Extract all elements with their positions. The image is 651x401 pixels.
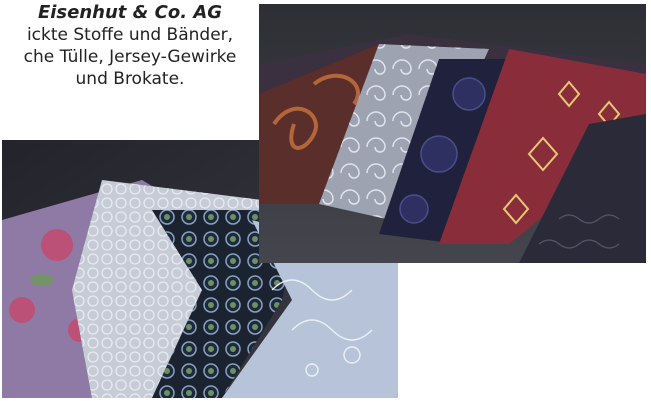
caption-line-3: und Brokate. xyxy=(75,69,185,89)
ribbon-fabric-photo xyxy=(259,4,646,263)
caption-line-1: ickte Stoffe und Bänder, xyxy=(26,25,234,45)
caption-line-2: che Tülle, Jersey-Gewirke xyxy=(23,47,237,67)
company-name: Eisenhut & Co. AG xyxy=(37,2,223,23)
company-caption: Eisenhut & Co. AG ickte Stoffe und Bände… xyxy=(0,2,260,90)
ribbon-fabric-illustration xyxy=(259,4,646,263)
